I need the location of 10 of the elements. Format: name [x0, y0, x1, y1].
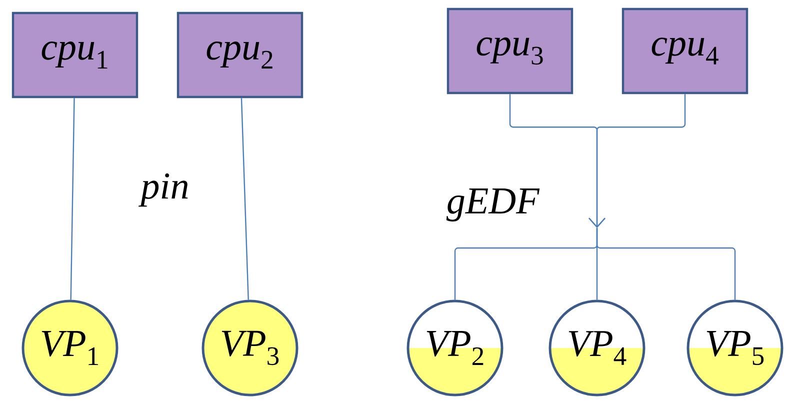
scheduler-label: gEDF	[444, 186, 542, 224]
connector	[596, 228, 736, 300]
process-box: cpu$_{1}$	[12, 12, 138, 98]
scheduler-label: pin	[138, 171, 192, 209]
connector	[588, 94, 686, 228]
process-box: cpu$_{2}$	[176, 12, 304, 98]
process-box: cpu$_{4}$	[622, 8, 748, 94]
connector	[70, 98, 75, 300]
connector	[240, 98, 249, 300]
process-box: cpu$_{3}$	[446, 8, 574, 94]
